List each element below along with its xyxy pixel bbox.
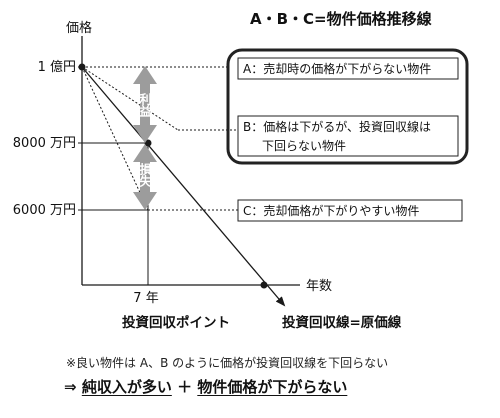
footnote: ※良い物件は A、B のように価格が投資回収線を下回らない <box>66 356 389 370</box>
investment-recovery-line-label: 投資回収線=原価線 <box>282 314 402 331</box>
loss-label: 損失 <box>138 162 152 188</box>
y-tick-60m: 6000 万円 <box>13 203 76 218</box>
point-7-years-80m <box>144 139 152 147</box>
y-tick-100m: 1 億円 <box>38 59 76 75</box>
conclusion-price-stable: 物件価格が下がらない <box>197 378 348 396</box>
x-axis-label: 年数 <box>306 279 332 294</box>
callout-c-text: C：売却価格が下がりやすい物件 <box>243 203 419 218</box>
line-b <box>81 66 179 131</box>
diagram-title: A・B・C=物件価格推移線 <box>250 10 432 28</box>
callout-b-text-line1: B：価格は下がるが、投資回収線は <box>243 119 431 134</box>
callout-a-box <box>237 57 459 80</box>
loss-arrow: 損失 <box>133 144 157 210</box>
start-point <box>78 63 86 71</box>
callout-group-frame <box>226 48 469 165</box>
conclusion-plus: ＋ <box>177 378 193 396</box>
y-axis-label: 価格 <box>66 20 92 36</box>
y-tick-80m: 8000 万円 <box>13 136 76 151</box>
callout-a-text: A：売却時の価格が下がらない物件 <box>243 61 431 76</box>
conclusion-net-income: 純収入が多い <box>81 378 172 396</box>
callout-b-box <box>237 115 459 157</box>
recovery-point <box>260 281 268 289</box>
line-c <box>81 66 149 211</box>
callout-b-text-line2: 下回らない物件 <box>262 139 346 153</box>
x-tick-7-years: 7 年 <box>133 291 158 306</box>
profit-arrow: 利益 <box>133 66 157 143</box>
callout-c-box <box>237 199 463 222</box>
investment-recovery-line <box>81 66 286 307</box>
investment-recovery-point-label: 投資回収ポイント <box>122 314 230 331</box>
conclusion: ⇒ 純収入が多い ＋ 物件価格が下がらない <box>64 376 347 397</box>
conclusion-arrow: ⇒ <box>64 378 77 396</box>
profit-label: 利益 <box>138 92 152 118</box>
